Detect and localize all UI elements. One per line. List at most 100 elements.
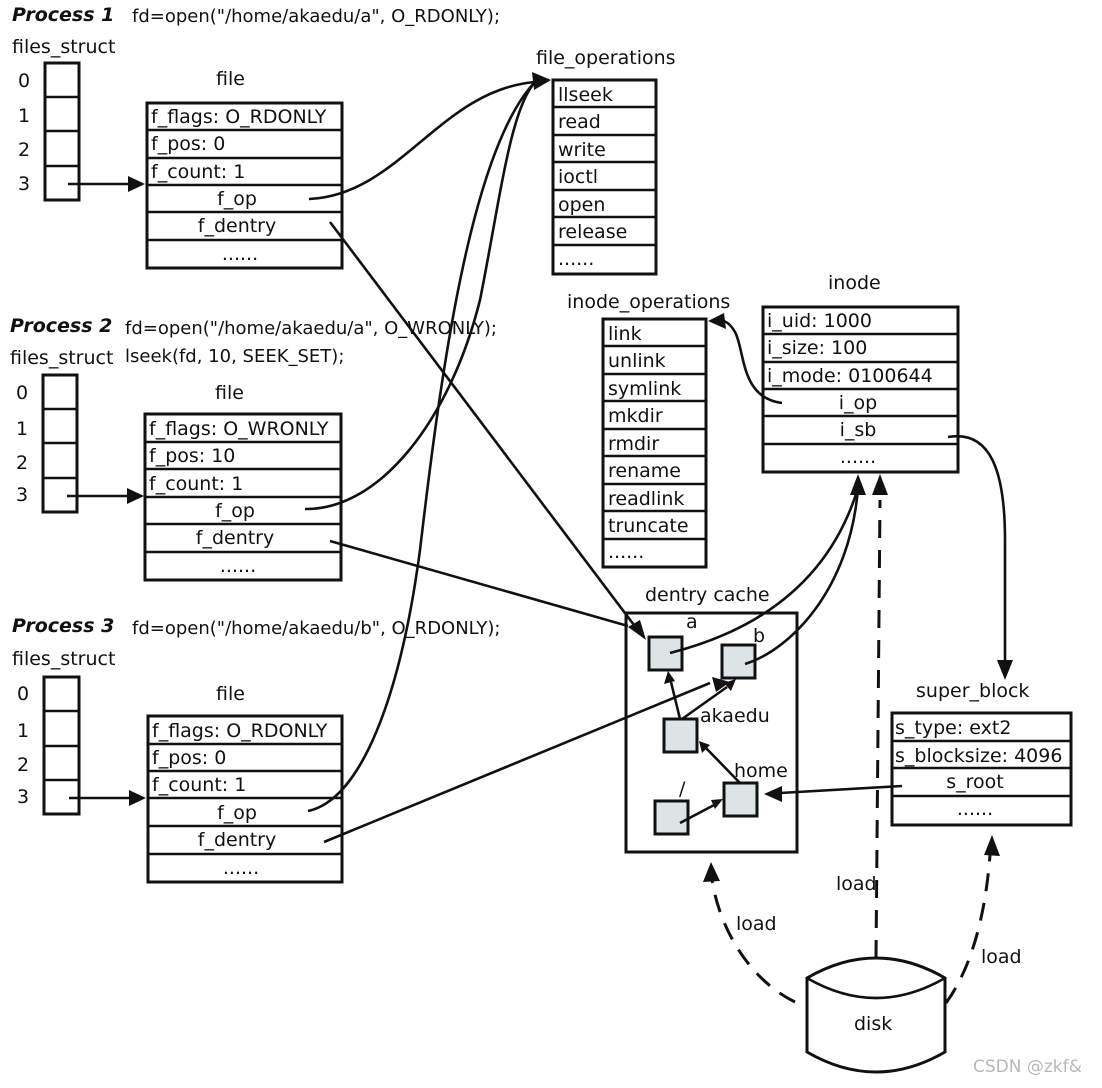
watermark: CSDN @zkf& xyxy=(973,1057,1082,1077)
load-connectors: load load load xyxy=(710,499,1022,1004)
fd-index: 0 xyxy=(16,382,28,404)
super-block-field: s_root xyxy=(946,771,1004,793)
file-operation-item: ...... xyxy=(558,248,594,270)
load-link-superblock xyxy=(944,854,992,1004)
arrow-head xyxy=(764,786,782,802)
file-label: file xyxy=(216,68,245,90)
file-struct-table: f_flags: O_RDONLY f_pos: 0 f_count: 1 f_… xyxy=(145,101,344,270)
file-field: f_op xyxy=(215,500,255,522)
file-operations-table: file_operations llseek read write ioctl … xyxy=(536,47,676,276)
process-2: Process 2 fd=open("/home/akaedu/a", O_WR… xyxy=(10,315,497,582)
files-struct-table: 0 1 2 3 xyxy=(16,373,79,514)
file-struct-table: f_flags: O_WRONLY f_pos: 10 f_count: 1 f… xyxy=(143,412,343,582)
super-block-field: s_blocksize: 4096 xyxy=(895,745,1062,767)
arrow-head xyxy=(128,176,145,192)
file-operation-item: release xyxy=(558,221,627,243)
dentry-node-label: a xyxy=(686,611,698,633)
fd-index: 1 xyxy=(17,720,29,742)
dentry-node-a xyxy=(647,635,684,672)
process-code-line: fd=open("/home/akaedu/b", O_RDONLY); xyxy=(132,618,500,639)
file-field: f_flags: O_RDONLY xyxy=(151,106,327,128)
arrow-head xyxy=(997,660,1013,680)
arrow-heads xyxy=(127,72,1013,882)
inode-operation-item: unlink xyxy=(608,350,666,372)
process-code-line: fd=open("/home/akaedu/a", O_WRONLY); xyxy=(125,318,497,339)
file-field: f_count: 1 xyxy=(151,161,245,183)
files-struct-label: files_struct xyxy=(12,648,115,670)
file-field: f_pos: 0 xyxy=(152,747,226,769)
disk-label: disk xyxy=(854,1013,892,1035)
arrow-head xyxy=(699,741,710,753)
fop-link xyxy=(308,80,536,201)
file-field: f_pos: 0 xyxy=(151,133,225,155)
file-field: ...... xyxy=(220,555,256,577)
process-1: Process 1 fd=open("/home/akaedu/a", O_RD… xyxy=(12,4,500,270)
file-field: f_dentry xyxy=(198,829,277,851)
dentry-node-home xyxy=(722,781,759,818)
fd-index: 0 xyxy=(17,683,29,705)
fd-index: 3 xyxy=(16,484,28,506)
load-link-dentry xyxy=(710,879,796,1004)
inode-field: i_sb xyxy=(840,419,877,441)
process-title: Process 3 xyxy=(12,615,114,637)
inode-field: i_size: 100 xyxy=(767,337,867,359)
dentry-tree-link xyxy=(679,802,717,825)
dentry-tree-link xyxy=(669,681,682,720)
file-operations-label: file_operations xyxy=(536,47,676,69)
file-field: f_flags: O_RDONLY xyxy=(152,720,328,742)
inode-operations-table: inode_operations link unlink symlink mkd… xyxy=(567,291,730,569)
load-label: load xyxy=(836,873,877,895)
fdentry-link xyxy=(328,221,642,634)
load-link-inode xyxy=(874,499,882,959)
fd-index: 2 xyxy=(16,452,28,474)
load-label: load xyxy=(981,946,1022,968)
dentry-node-label: home xyxy=(734,760,788,782)
fd-index: 3 xyxy=(18,173,30,195)
inode-field: ...... xyxy=(840,446,876,468)
inode-field: i_mode: 0100644 xyxy=(767,365,933,387)
arrow-head xyxy=(703,862,720,882)
arrow-head xyxy=(984,835,1000,856)
inode-table: inode i_uid: 1000 i_size: 100 i_mode: 01… xyxy=(761,272,960,474)
inode-operation-item: mkdir xyxy=(608,405,663,427)
dentry-node-label: akaedu xyxy=(700,705,770,727)
inode-operation-item: rmdir xyxy=(608,433,659,455)
file-operation-item: llseek xyxy=(558,84,613,106)
fdentry-link xyxy=(323,681,711,844)
file-field: f_count: 1 xyxy=(152,774,246,796)
super-block-table: super_block s_type: ext2 s_blocksize: 40… xyxy=(890,680,1073,827)
isb-link xyxy=(947,434,1007,660)
arrow-head xyxy=(628,620,646,640)
fop-link xyxy=(307,81,536,813)
arrow-head xyxy=(850,474,866,495)
fop-link xyxy=(304,81,536,511)
arrow-head xyxy=(712,677,730,692)
file-operation-item: ioctl xyxy=(558,166,598,188)
file-label: file xyxy=(215,382,244,404)
dentry-tree-link xyxy=(704,746,741,784)
sroot-link xyxy=(779,784,903,795)
fd-index: 1 xyxy=(18,105,30,127)
inode-operation-item: rename xyxy=(608,460,681,482)
inode-operation-item: symlink xyxy=(608,378,681,400)
fd-index: 1 xyxy=(16,418,28,440)
file-field: f_dentry xyxy=(196,527,275,549)
dentry-node-label: / xyxy=(679,778,686,800)
file-field: f_pos: 10 xyxy=(149,445,235,467)
file-field: f_count: 1 xyxy=(149,473,243,495)
file-field: f_op xyxy=(217,188,257,210)
dentry-inode-link xyxy=(669,487,860,655)
file-label: file xyxy=(216,683,245,705)
process-code-line: fd=open("/home/akaedu/a", O_RDONLY); xyxy=(132,6,500,27)
file-field: f_op xyxy=(217,802,257,824)
super-block-field: s_type: ext2 xyxy=(895,717,1011,739)
file-field: f_flags: O_WRONLY xyxy=(149,418,329,440)
file-struct-table: f_flags: O_RDONLY f_pos: 0 f_count: 1 f_… xyxy=(146,714,344,884)
files-struct-label: files_struct xyxy=(12,36,115,58)
inode-operation-item: readlink xyxy=(608,488,684,510)
fdentry-link xyxy=(329,539,629,628)
arrow-head xyxy=(711,799,723,809)
arrow-head xyxy=(532,72,551,90)
dentry-inode-link xyxy=(744,487,860,666)
